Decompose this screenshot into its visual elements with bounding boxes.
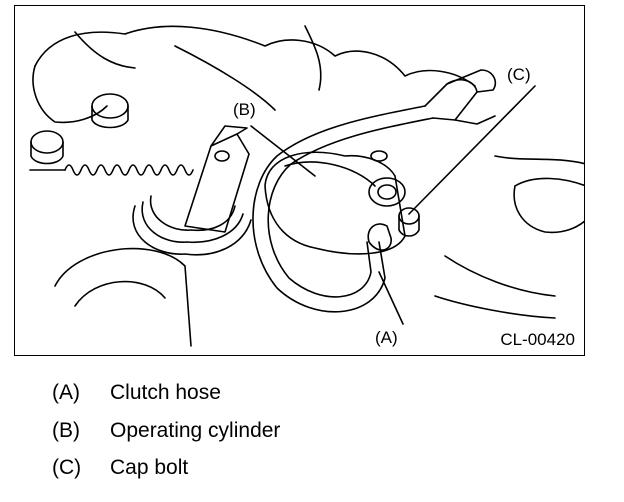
legend-item: (C) Cap bolt [52, 457, 280, 495]
callout-label-a: (A) [375, 328, 398, 347]
engine-illustration [29, 25, 584, 347]
leader-line-a [378, 271, 404, 325]
dust-boot [132, 195, 252, 256]
legend-letter: (B) [52, 418, 80, 442]
legend-text: Operating cylinder [110, 418, 281, 442]
clutch-hose [252, 105, 434, 313]
callout-label-b: (B) [233, 100, 256, 119]
legend-item: (A) Clutch hose [52, 382, 280, 420]
legend-text: Cap bolt [110, 456, 189, 479]
legend-letter: (A) [52, 381, 80, 404]
release-lever [184, 125, 250, 233]
leader-line-c [408, 85, 536, 215]
figure-code: CL-00420 [500, 330, 575, 349]
legend-item: (B) Operating cylinder [52, 420, 280, 458]
cap-bolt [398, 207, 420, 237]
return-spring [29, 164, 194, 176]
legend-letter: (C) [52, 456, 82, 479]
leader-line-b [250, 125, 316, 177]
diagram-frame: (B) (C) (A) CL-00420 [14, 5, 585, 356]
operating-cylinder [264, 150, 406, 255]
bolt-head-1 [91, 93, 129, 129]
legend: (A) Clutch hose (B) Operating cylinder (… [52, 382, 280, 495]
callout-label-c: (C) [507, 65, 531, 84]
legend-text: Clutch hose [110, 381, 221, 404]
bolt-head-2 [30, 130, 64, 165]
hose-fitting [424, 69, 497, 125]
